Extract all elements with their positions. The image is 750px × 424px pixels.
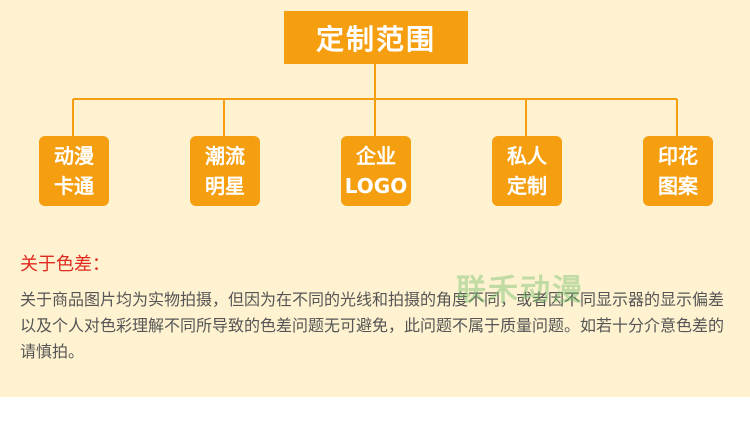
- page-canvas: 定制范围 动漫 卡通 潮流 明星 企业 LOGO 私人 定制 印花 图案 关于色…: [0, 0, 750, 397]
- category-line1: 企业: [356, 144, 396, 168]
- category-line2: 明星: [205, 174, 245, 198]
- page-title: 定制范围: [284, 11, 468, 64]
- category-line1: 动漫: [54, 144, 94, 168]
- color-note-heading: 关于色差：: [20, 254, 110, 275]
- color-note-text: 关于商品图片均为实物拍摄，但因为在不同的光线和拍摄的角度不同，或者因不同显示器的…: [20, 290, 725, 361]
- category-line1: 潮流: [205, 144, 245, 168]
- category-trend-celebrity: 潮流 明星: [190, 136, 260, 206]
- category-line2: LOGO: [344, 174, 408, 198]
- category-line2: 卡通: [54, 174, 94, 198]
- category-line1: 私人: [507, 144, 547, 168]
- connector-lines: [72, 64, 678, 136]
- category-line1: 印花: [658, 144, 698, 168]
- category-print-pattern: 印花 图案: [643, 136, 713, 206]
- category-anime-cartoon: 动漫 卡通: [39, 136, 109, 206]
- category-enterprise-logo: 企业 LOGO: [341, 136, 411, 206]
- category-private-custom: 私人 定制: [492, 136, 562, 206]
- category-line2: 定制: [507, 174, 547, 198]
- brand-watermark: 联禾动漫: [456, 273, 584, 308]
- category-line2: 图案: [658, 174, 698, 198]
